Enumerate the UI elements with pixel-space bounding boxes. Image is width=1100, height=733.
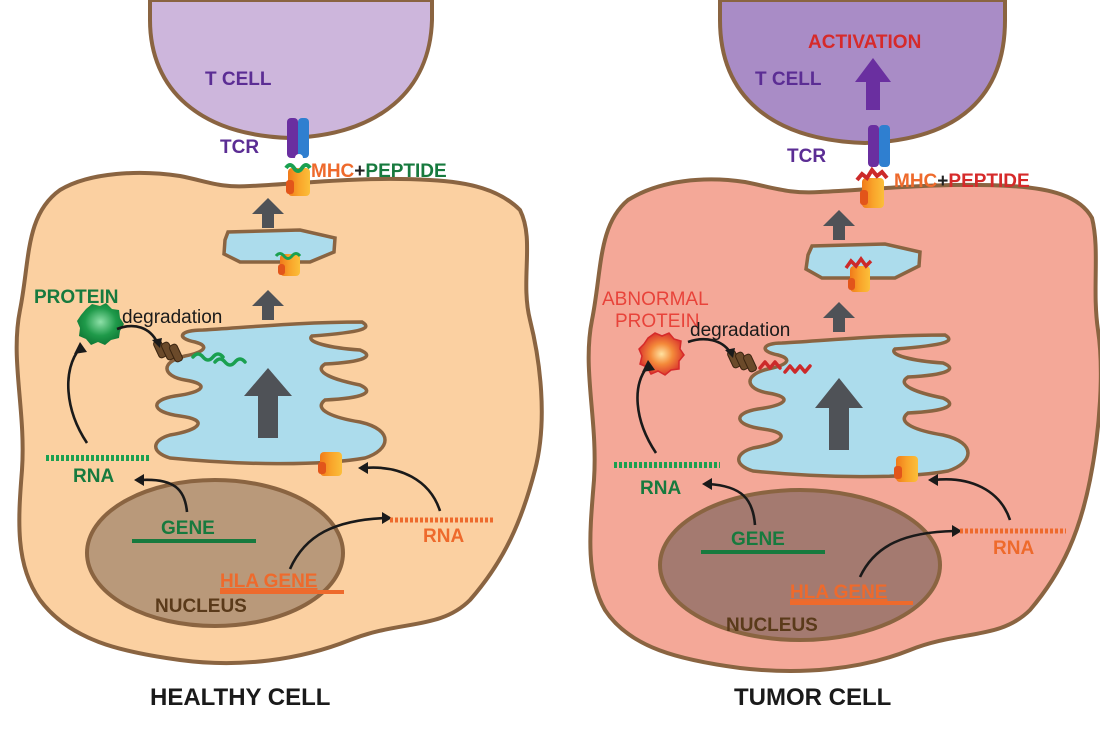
t-cell-label-healthy: T CELL (205, 69, 272, 90)
nucleus-healthy (85, 478, 345, 628)
arrow-hla-to-rna (288, 516, 386, 570)
activation-arrow-icon (855, 58, 891, 110)
arrow-rna-to-protein (636, 365, 658, 454)
transport-arrow-small (823, 210, 855, 240)
transport-arrow-large (815, 378, 863, 450)
protein-label-healthy: PROTEIN (34, 287, 118, 308)
degradation-label-healthy: degradation (122, 307, 222, 328)
hla-gene-label-tumor: HLA GENE (790, 582, 887, 603)
t-cell-healthy (148, 0, 434, 141)
peptide-label: PEPTIDE (948, 171, 1029, 192)
mhc-label: MHC (311, 161, 355, 182)
arrow-rna-to-protein (66, 347, 89, 444)
tcr-receptor-tumor (868, 125, 890, 167)
nucleus-label-tumor: NUCLEUS (726, 615, 818, 636)
rna-label-left-healthy: RNA (73, 466, 114, 487)
gene-label-healthy: GENE (161, 518, 215, 539)
rna-label-right-tumor: RNA (993, 538, 1034, 559)
degradation-label-tumor: degradation (690, 320, 790, 341)
mhc-peptide-label-tumor: MHC+PEPTIDE (894, 171, 1030, 192)
peptide-fragments-healthy (191, 352, 247, 367)
arrowheads-healthy (74, 338, 392, 524)
activation-label: ACTIVATION (808, 32, 921, 53)
arrow-hla-to-rna (858, 529, 956, 578)
transport-arrow-large (244, 368, 292, 438)
panel-tumor: ACTIVATION T CELL TCR MHC+PEPTIDE ABNORM… (586, 0, 1100, 711)
arrow-protein-to-proteasome (687, 338, 732, 353)
plus-sign: + (354, 161, 365, 182)
rna-label-left-tumor: RNA (640, 478, 681, 499)
protein-icon-healthy (77, 303, 124, 345)
transport-arrow-small (823, 302, 855, 332)
tcr-label-tumor: TCR (787, 146, 826, 167)
caption-healthy: HEALTHY CELL (150, 684, 330, 711)
hla-gene-label-healthy: HLA GENE (220, 571, 317, 592)
mhc-peptide-surface-tumor (855, 166, 889, 208)
peptide-fragments-tumor (758, 360, 812, 374)
tcr-label-healthy: TCR (220, 137, 259, 158)
mhc-molecule-er-healthy (318, 452, 342, 476)
arrow-gene-to-rna (139, 478, 189, 513)
transport-arrow-small (252, 198, 284, 228)
gene-label-tumor: GENE (731, 529, 785, 550)
abnormal-protein-line-2: PROTEIN (615, 311, 699, 332)
mhc-label: MHC (894, 171, 938, 192)
abnormal-protein-line-1: ABNORMAL (602, 289, 708, 310)
mhc-molecule-vesicle-healthy (274, 252, 302, 276)
panel-healthy: T CELL TCR MHC+PEPTIDE PROTEIN degradati… (14, 0, 544, 711)
mhc-peptide-surface-healthy (284, 163, 312, 196)
vesicle-healthy (222, 228, 337, 264)
arrow-rna-to-mhc (933, 478, 1012, 521)
t-cell-tumor (718, 0, 1007, 146)
t-cell-label-tumor: T CELL (755, 69, 822, 90)
arrow-protein-to-proteasome (116, 324, 159, 343)
proteasome-icon (153, 339, 183, 363)
mhc-molecule-vesicle-tumor (844, 255, 873, 292)
transport-arrows-healthy (244, 198, 292, 438)
arrow-rna-to-mhc (363, 466, 442, 512)
plus-sign: + (937, 171, 948, 192)
transport-arrows-tumor (815, 210, 863, 450)
nucleus-label-healthy: NUCLEUS (155, 596, 247, 617)
caption-tumor: TUMOR CELL (734, 684, 891, 711)
mhc-peptide-label-healthy: MHC+PEPTIDE (311, 161, 447, 182)
flow-arrows-tumor (636, 338, 1012, 578)
flow-arrows-healthy (66, 324, 442, 570)
arrow-gene-to-rna (707, 482, 757, 526)
transport-arrow-small (252, 290, 284, 320)
abnormal-protein-label: ABNORMAL PROTEIN (602, 289, 713, 332)
peptide-label: PEPTIDE (365, 161, 446, 182)
tcr-receptor-healthy (287, 118, 309, 162)
arrowheads-tumor (642, 348, 962, 537)
mhc-molecule-er-tumor (894, 456, 918, 482)
rna-label-right-healthy: RNA (423, 526, 464, 547)
